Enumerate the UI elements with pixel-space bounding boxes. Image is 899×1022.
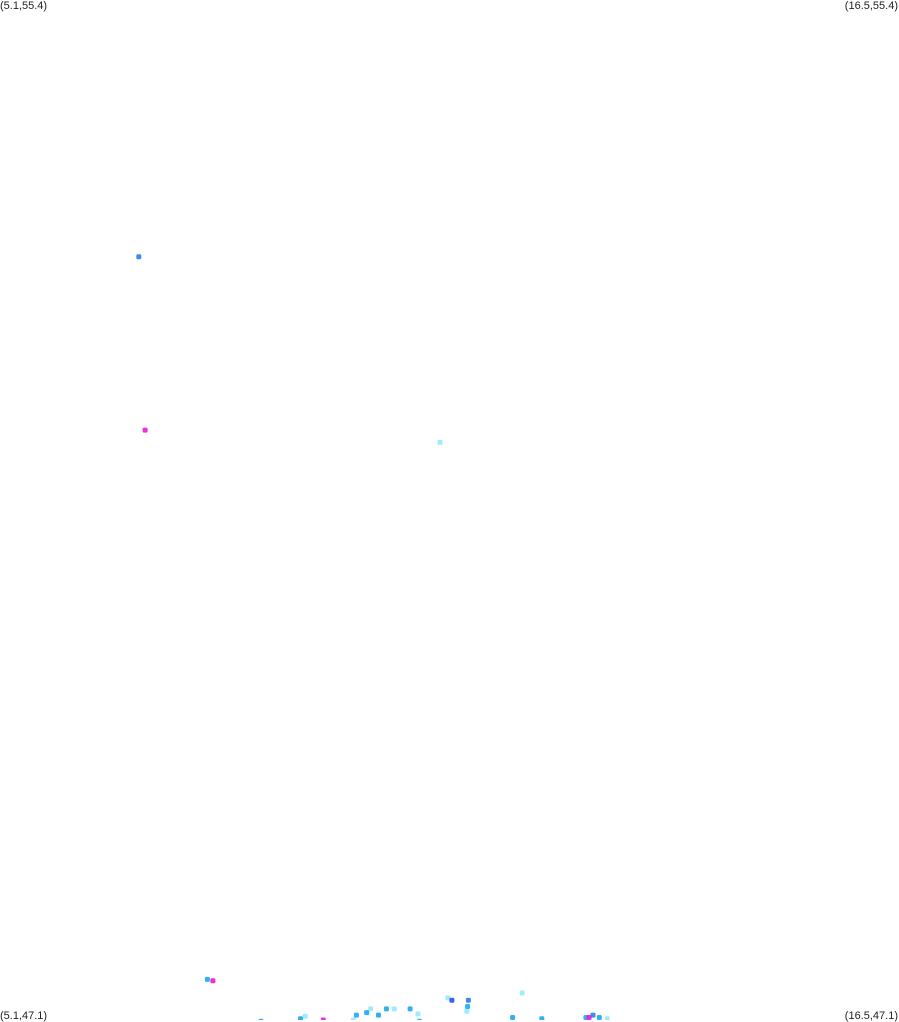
data-point-blue (590, 1012, 596, 1018)
data-point-sky-blue (204, 976, 210, 982)
data-point-magenta (586, 1015, 592, 1020)
data-point-sky-blue (364, 1010, 370, 1016)
data-point-sky-blue (353, 1012, 359, 1018)
data-point-light-cyan (519, 990, 525, 996)
data-point-light-cyan (391, 1006, 397, 1012)
data-point-sky-blue (298, 1016, 303, 1020)
data-point-sky-blue (539, 1016, 545, 1020)
corner-label-top-right: (16.5,55.4) (844, 0, 898, 12)
data-point-light-cyan (604, 1016, 610, 1020)
data-point-sky-blue (465, 1004, 471, 1009)
data-point-magenta (320, 1017, 326, 1020)
data-point-sky-blue (407, 1006, 413, 1012)
data-point-sky-blue (596, 1015, 602, 1020)
data-point-blue (465, 997, 471, 1003)
data-point-light-cyan (302, 1013, 308, 1019)
data-point-sky-blue (376, 1012, 381, 1018)
data-point-sky-blue (510, 1015, 516, 1020)
data-point-magenta (142, 427, 148, 433)
data-point-magenta (210, 978, 216, 984)
data-point-deep-blue (449, 997, 455, 1003)
data-points-layer (136, 254, 610, 1020)
data-point-blue (136, 254, 142, 260)
data-point-light-cyan (350, 1017, 356, 1020)
data-point-light-cyan (445, 995, 451, 1001)
data-point-sky-blue (383, 1006, 389, 1012)
corner-label-top-left: (5.1,55.4) (0, 0, 48, 12)
data-point-light-cyan (415, 1011, 421, 1017)
corner-label-bottom-right: (16.5,47.1) (844, 1010, 898, 1022)
corner-label-bottom-left: (5.1,47.1) (0, 1010, 48, 1022)
data-point-light-cyan (437, 439, 443, 445)
data-point-light-cyan (368, 1006, 374, 1012)
data-point-light-cyan (464, 1008, 470, 1014)
